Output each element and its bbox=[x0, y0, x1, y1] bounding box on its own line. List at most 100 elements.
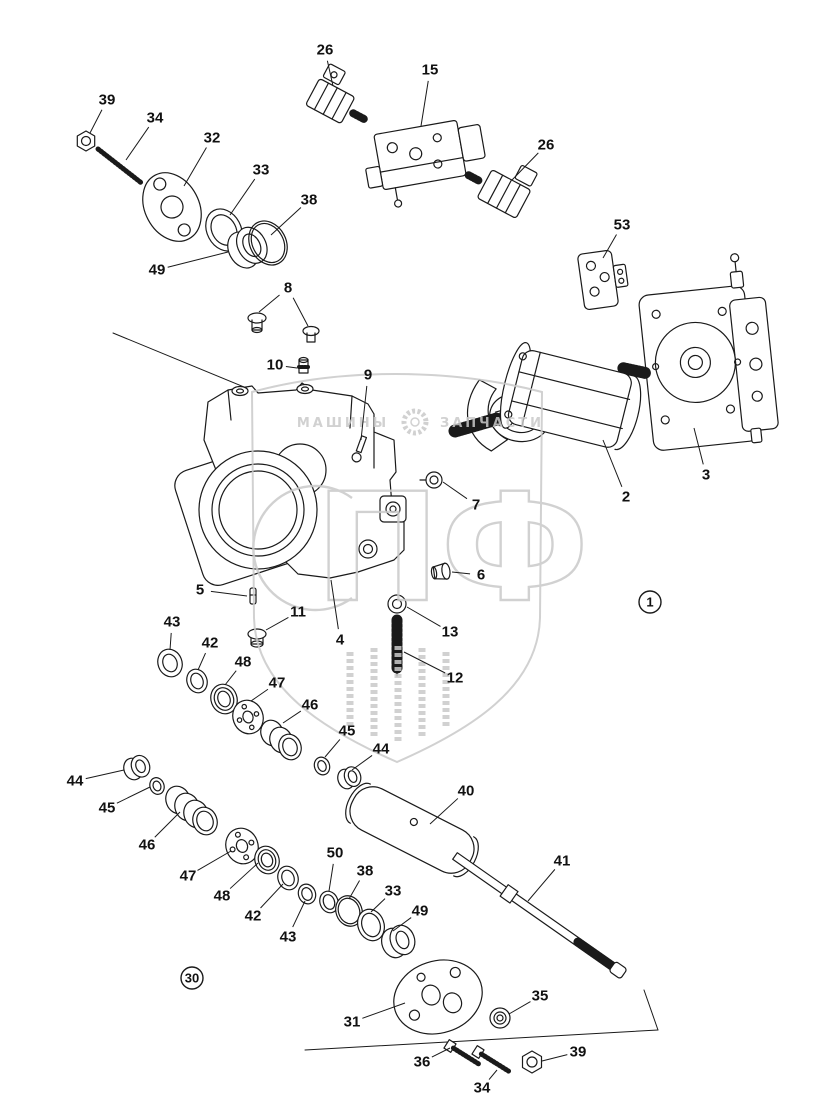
part-ring-a3 bbox=[210, 683, 238, 715]
part-plate-b bbox=[225, 827, 259, 865]
part-pump bbox=[638, 253, 779, 451]
watermark-right-text: ЗАПЧАСТИ bbox=[440, 416, 544, 431]
leader-line bbox=[229, 178, 256, 216]
part-plugs-pair bbox=[247, 312, 320, 343]
circled-ref-label-30: 30 bbox=[185, 971, 199, 986]
leader-line bbox=[89, 109, 103, 134]
part-pin bbox=[351, 435, 368, 463]
leader-line bbox=[260, 883, 284, 909]
part-number-38: 38 bbox=[357, 863, 374, 880]
part-ring-b5 bbox=[319, 890, 339, 914]
part-number-45: 45 bbox=[339, 723, 356, 740]
part-rod bbox=[452, 852, 627, 979]
part-number-39: 39 bbox=[570, 1044, 587, 1061]
leader-line bbox=[326, 60, 334, 87]
leader-line bbox=[527, 869, 556, 902]
part-oring-top bbox=[248, 220, 288, 266]
part-number-40: 40 bbox=[458, 783, 475, 800]
part-number-49: 49 bbox=[412, 903, 429, 920]
watermark-shield bbox=[250, 373, 544, 764]
leader-line bbox=[442, 481, 468, 500]
leader-line bbox=[224, 670, 237, 686]
part-nut-lower bbox=[521, 1050, 543, 1074]
part-nut-top bbox=[76, 130, 96, 152]
leader-line bbox=[602, 234, 617, 259]
part-ring-a2 bbox=[186, 668, 208, 694]
leader-line bbox=[292, 900, 306, 928]
leader-line bbox=[167, 251, 229, 268]
leader-line bbox=[348, 880, 360, 900]
leader-line bbox=[125, 126, 150, 161]
part-number-42: 42 bbox=[245, 908, 262, 925]
leader-line bbox=[451, 571, 471, 575]
part-number-9: 9 bbox=[364, 367, 372, 384]
part-number-46: 46 bbox=[302, 697, 319, 714]
part-number-47: 47 bbox=[180, 868, 197, 885]
part-number-13: 13 bbox=[442, 624, 459, 641]
leader-line bbox=[488, 1069, 498, 1080]
part-number-53: 53 bbox=[614, 217, 631, 234]
part-number-44: 44 bbox=[67, 773, 84, 790]
watermark-left-text: МАШИНЫ bbox=[297, 416, 389, 431]
leader-line bbox=[258, 294, 280, 313]
part-number-33: 33 bbox=[385, 883, 402, 900]
leader-line bbox=[429, 798, 459, 825]
leader-line bbox=[183, 147, 207, 187]
part-cap-nut bbox=[247, 628, 267, 648]
part-number-7: 7 bbox=[472, 497, 480, 514]
part-number-48: 48 bbox=[214, 888, 231, 905]
part-spring-washers-b bbox=[165, 785, 218, 836]
part-plug-lower bbox=[430, 562, 451, 580]
part-ring-a1 bbox=[157, 648, 183, 678]
part-number-47: 47 bbox=[269, 675, 286, 692]
part-number-8: 8 bbox=[284, 280, 292, 297]
leader-line bbox=[330, 579, 339, 630]
part-oring-b bbox=[335, 895, 363, 927]
circled-ref-label-1: 1 bbox=[646, 595, 653, 610]
part-pump-shaft bbox=[617, 362, 651, 379]
part-switch bbox=[577, 249, 629, 311]
part-number-35: 35 bbox=[532, 988, 549, 1005]
leader-line bbox=[169, 632, 172, 651]
leader-line bbox=[250, 688, 269, 702]
leader-line bbox=[406, 606, 441, 627]
part-number-41: 41 bbox=[554, 853, 571, 870]
leader-line bbox=[420, 80, 429, 127]
part-number-43: 43 bbox=[280, 929, 297, 946]
part-ring-b4 bbox=[297, 883, 317, 905]
part-sleeve bbox=[345, 782, 479, 878]
leader-line bbox=[324, 739, 341, 758]
leader-line bbox=[360, 385, 368, 441]
part-number-50: 50 bbox=[327, 845, 344, 862]
leader-line bbox=[693, 427, 704, 465]
leader-line bbox=[229, 862, 259, 889]
part-number-34: 34 bbox=[474, 1080, 491, 1097]
leader-line bbox=[328, 863, 334, 892]
leader-line bbox=[197, 850, 232, 871]
part-valve-block bbox=[365, 120, 486, 208]
leader-line bbox=[154, 811, 181, 838]
part-number-26: 26 bbox=[538, 137, 555, 154]
part-cup-a bbox=[337, 766, 362, 790]
leader-line bbox=[508, 1001, 531, 1015]
part-number-42: 42 bbox=[202, 635, 219, 652]
leader-line bbox=[403, 651, 446, 674]
leader-line bbox=[210, 590, 248, 597]
watermark-monogram: ПФ bbox=[315, 462, 589, 636]
part-bolt-lower bbox=[443, 1039, 482, 1067]
part-bottom-flange bbox=[393, 959, 483, 1035]
part-number-44: 44 bbox=[373, 741, 390, 758]
leader-line bbox=[270, 207, 302, 236]
watermark: МАШИНЫ ЗАПЧАСТИ ПФ bbox=[250, 373, 590, 764]
leader-line bbox=[362, 1002, 406, 1019]
callout-layer: 2615263934323338495381093276511134124342… bbox=[67, 42, 711, 1097]
leader-line bbox=[541, 1054, 568, 1062]
part-number-48: 48 bbox=[235, 654, 252, 671]
leader-line bbox=[370, 898, 386, 913]
part-number-45: 45 bbox=[99, 800, 116, 817]
part-number-33: 33 bbox=[253, 162, 270, 179]
part-number-36: 36 bbox=[414, 1054, 431, 1071]
part-spring-washers-a bbox=[260, 719, 302, 761]
